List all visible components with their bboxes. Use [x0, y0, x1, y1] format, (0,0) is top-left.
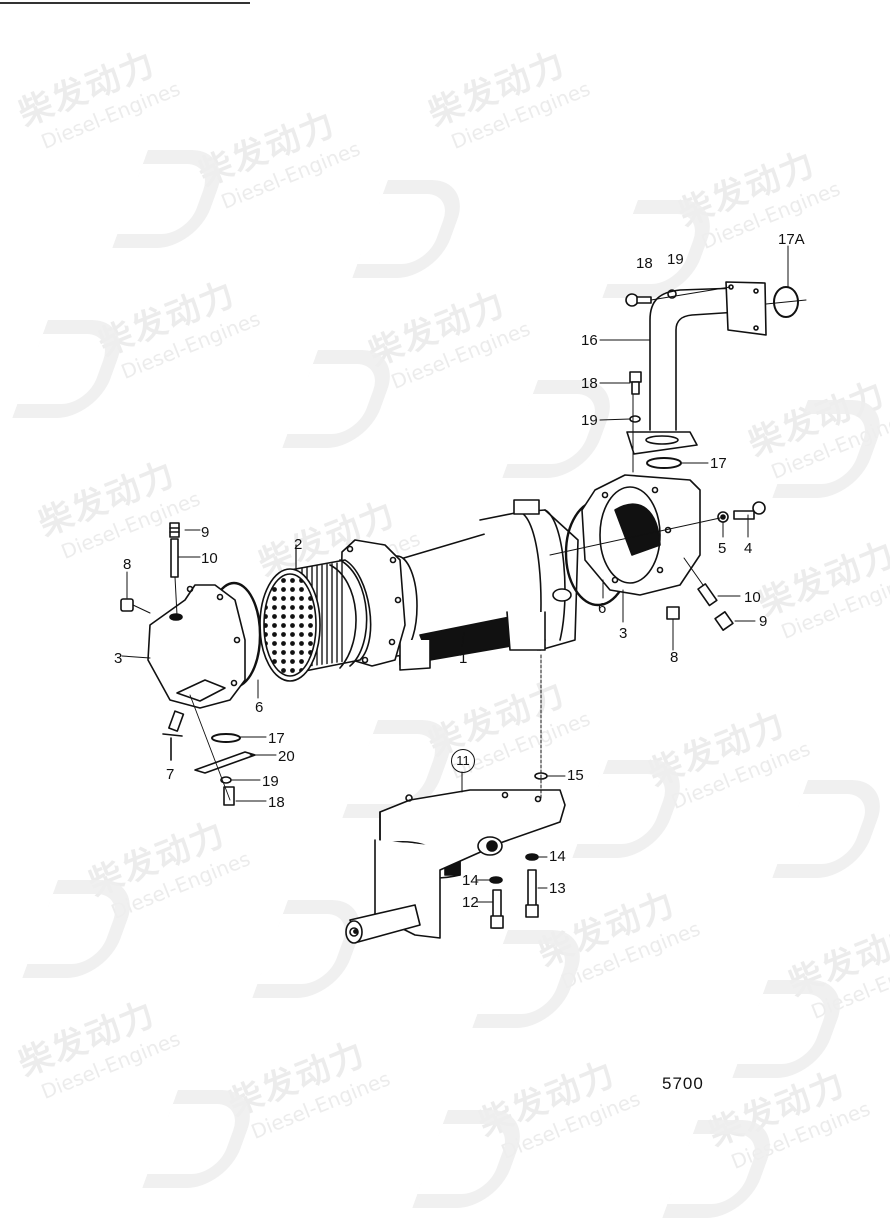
- elbow-pipe-16: [626, 281, 767, 455]
- screw-13: [525, 869, 539, 918]
- gasket-17-left: [211, 733, 241, 743]
- o-ring-17A: [773, 286, 799, 318]
- callout-16: 16: [581, 332, 598, 349]
- callout-10: 10: [201, 550, 218, 567]
- parts-diagram: [120, 245, 807, 944]
- callout-12: 12: [462, 894, 479, 911]
- callout-9: 9: [201, 524, 210, 541]
- leader-lines: [121, 245, 789, 903]
- callout-19: 19: [667, 251, 684, 268]
- callout-5: 5: [718, 540, 727, 557]
- callout-4: 4: [744, 540, 753, 557]
- callout-18: 18: [636, 255, 653, 272]
- callout-6: 6: [598, 600, 607, 617]
- washer-14-right: [525, 853, 539, 861]
- callout-9: 9: [759, 613, 768, 630]
- plug-right-8: [666, 606, 680, 651]
- callout-14: 14: [549, 848, 566, 865]
- o-ring-15: [534, 772, 548, 780]
- callout-17: 17: [710, 455, 727, 472]
- pipe-right-10: [683, 557, 718, 607]
- callout-7: 7: [166, 766, 175, 783]
- callout-19: 19: [262, 773, 279, 790]
- callout-3: 3: [619, 625, 628, 642]
- callout-8: 8: [670, 649, 679, 666]
- callout-19: 19: [581, 412, 598, 429]
- screw-4: [733, 501, 766, 520]
- washer-5: [717, 511, 729, 523]
- nipple-right-9: [714, 611, 734, 631]
- callout-17A: 17A: [778, 231, 805, 248]
- washer-19-mid: [629, 415, 641, 423]
- callout-13: 13: [549, 880, 566, 897]
- figure-number: 5700: [662, 1074, 704, 1093]
- screw-18-mid: [629, 371, 642, 395]
- plug-left-8: [120, 598, 151, 614]
- callout-8: 8: [123, 556, 132, 573]
- callout-18: 18: [581, 375, 598, 392]
- callout-2: 2: [294, 536, 303, 553]
- drain-cock-7: [162, 710, 185, 761]
- callout-18: 18: [268, 794, 285, 811]
- pipe-left-10: [170, 538, 179, 616]
- callout-11-circled: 11: [451, 749, 475, 773]
- end-cover-right: [549, 474, 721, 596]
- callout-15: 15: [567, 767, 584, 784]
- end-cover-left: [147, 584, 246, 709]
- bracket-11: [345, 654, 566, 944]
- callout-3: 3: [114, 650, 123, 667]
- callout-17: 17: [268, 730, 285, 747]
- callout-14: 14: [462, 872, 479, 889]
- top-border-rule: [0, 2, 250, 4]
- washer-14-left: [489, 876, 503, 884]
- screw-18-top: [625, 286, 731, 307]
- callout-20: 20: [278, 748, 295, 765]
- callout-10: 10: [744, 589, 761, 606]
- washer-19-left: [220, 776, 232, 784]
- gasket-17-right: [646, 457, 682, 469]
- nipple-left-9: [169, 522, 180, 538]
- tube-insert: [259, 544, 372, 682]
- screw-12: [490, 889, 504, 929]
- callout-6: 6: [255, 699, 264, 716]
- screw-18-left: [189, 694, 235, 806]
- callout-1: 1: [459, 650, 468, 667]
- washer-19-top: [667, 289, 677, 299]
- cooler-housing: [339, 499, 579, 671]
- flange-plate-20: [194, 751, 256, 774]
